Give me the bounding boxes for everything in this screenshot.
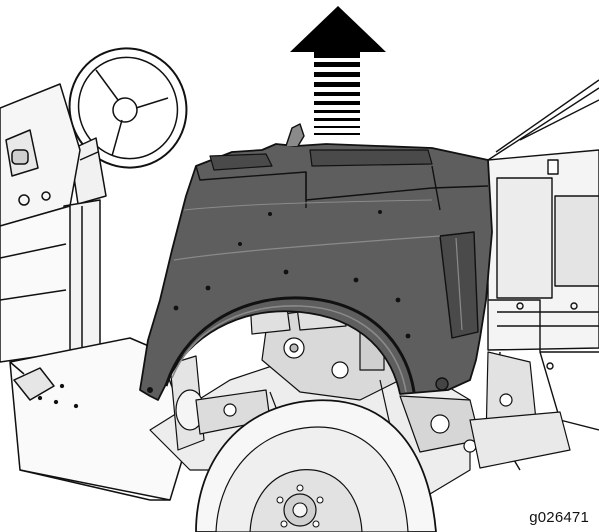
arrow-up-icon <box>290 6 386 135</box>
steering-assembly <box>0 47 188 363</box>
rear-frame <box>487 79 599 471</box>
hood-panel <box>139 123 493 401</box>
figure-id-label: g026471 <box>529 509 589 526</box>
front-wheel <box>195 399 437 532</box>
